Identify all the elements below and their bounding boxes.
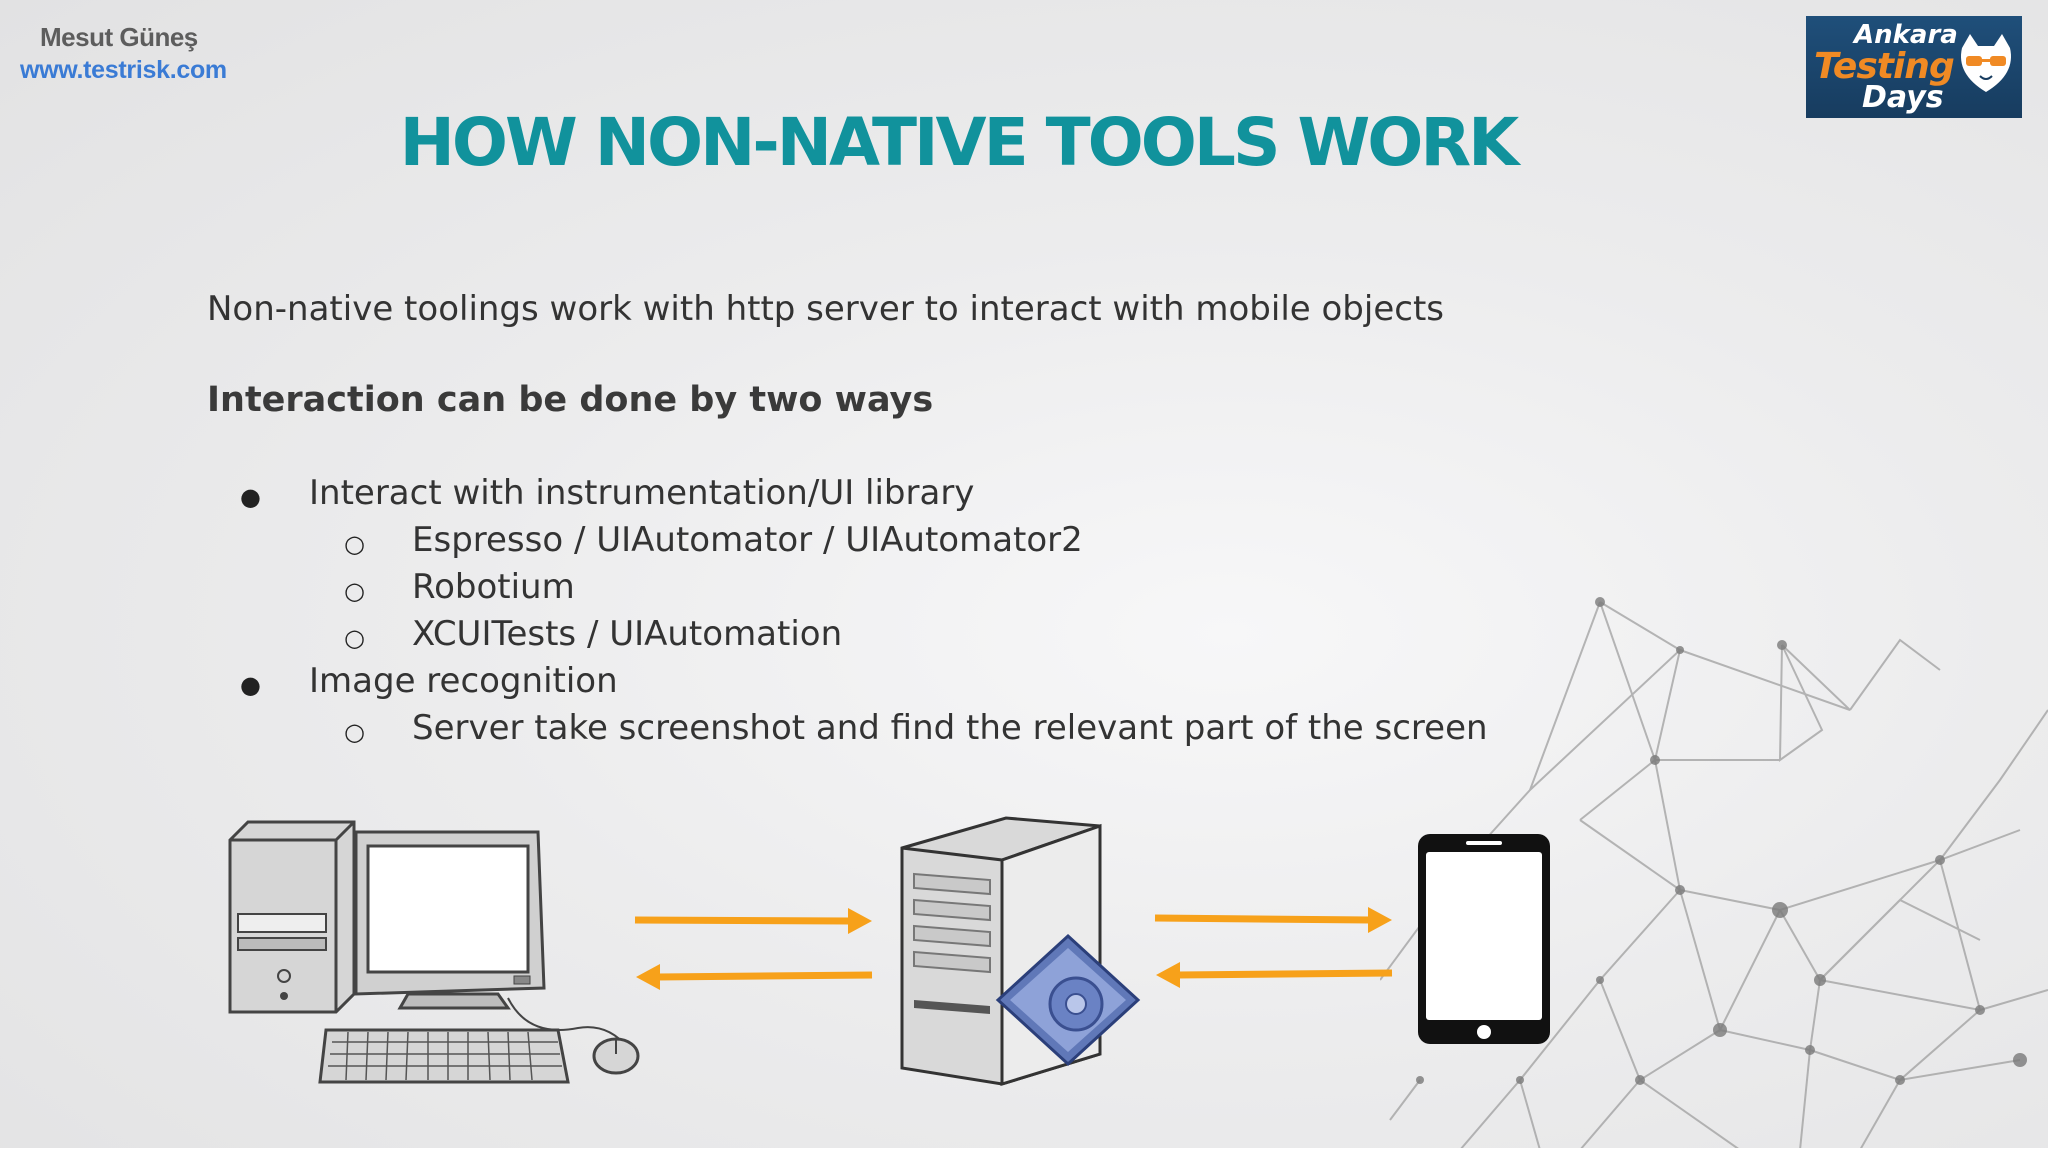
desktop-computer-icon: [228, 820, 640, 1084]
bidirectional-arrows-left: [634, 908, 873, 990]
logo-line-3: Days: [1862, 80, 1944, 115]
bullet-dot: ●: [240, 671, 261, 699]
bullet-circle: ○: [344, 718, 365, 746]
list-item: ● Image recognition: [0, 661, 1700, 705]
author-name: Mesut Güneş: [40, 22, 198, 52]
bullet-circle: ○: [344, 530, 365, 558]
list-item-text: XCUITests / UIAutomation: [412, 614, 843, 654]
list-item-text: Image recognition: [309, 661, 618, 701]
list-item: ○ Robotium: [0, 567, 1700, 611]
list-item-text: Server take screenshot and find the rele…: [412, 708, 1488, 748]
slide-title: HOW NON-NATIVE TOOLS WORK: [399, 104, 1520, 181]
logo-line-2: Testing: [1814, 46, 1955, 87]
subheading: Interaction can be done by two ways: [207, 380, 934, 420]
list-item: ○ Server take screenshot and find the re…: [0, 708, 1700, 752]
intro-text: Non-native toolings work with http serve…: [207, 289, 1444, 329]
list-item: ○ Espresso / UIAutomator / UIAutomator2: [0, 520, 1700, 564]
cat-mascot-icon: [1961, 34, 2011, 92]
list-item-text: Interact with instrumentation/UI library: [309, 473, 975, 513]
server-icon: [900, 816, 1141, 1087]
website-link[interactable]: www.testrisk.com: [20, 56, 227, 84]
bullet-circle: ○: [344, 577, 365, 605]
list-item: ○ XCUITests / UIAutomation: [0, 614, 1700, 658]
list-item-text: Espresso / UIAutomator / UIAutomator2: [412, 520, 1083, 560]
list-item-text: Robotium: [412, 567, 575, 607]
mobile-phone-icon: [1418, 834, 1550, 1044]
list-item: ● Interact with instrumentation/UI libra…: [0, 473, 1700, 517]
bullet-dot: ●: [240, 483, 261, 511]
bidirectional-arrows-right: [1154, 907, 1393, 988]
bullet-circle: ○: [344, 624, 365, 652]
logo-line-1: Ankara: [1854, 20, 1958, 50]
event-logo: Ankara Testing Days: [1806, 16, 2022, 118]
network-decoration: [1380, 597, 2048, 1151]
bottom-border: [0, 1148, 2048, 1152]
